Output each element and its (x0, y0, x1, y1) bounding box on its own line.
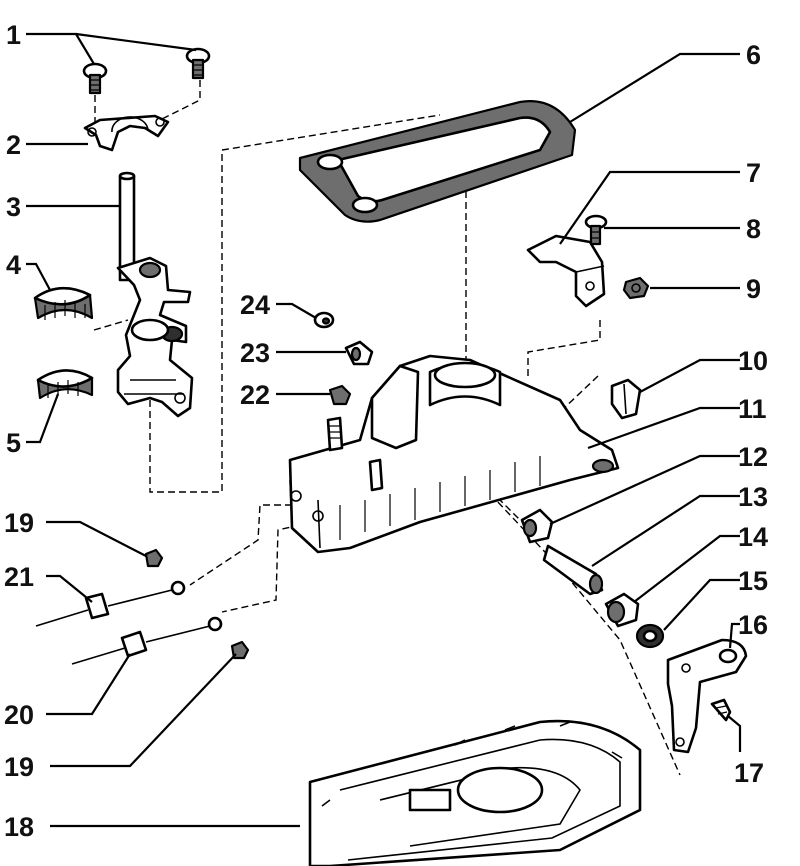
part-17-screw (710, 698, 732, 722)
part-16-lever-arm (666, 638, 748, 754)
part-24-washer (313, 311, 335, 329)
part-15-ring (635, 623, 665, 649)
callout-22: 22 (240, 380, 270, 410)
callout-3: 3 (6, 192, 21, 222)
callout-8: 8 (746, 214, 761, 244)
part-7-bracket-plate (526, 234, 606, 308)
part-2-retaining-bracket (83, 114, 170, 152)
callout-numbers: 1 2 3 4 5 6 7 8 9 10 11 12 13 14 15 16 1… (4, 20, 768, 842)
part-20-cable (71, 616, 223, 665)
callout-23: 23 (240, 338, 270, 368)
callout-17: 17 (734, 758, 764, 788)
part-21-cable (35, 580, 186, 627)
part-10-clip (610, 378, 642, 420)
callout-2: 2 (6, 130, 21, 160)
callout-15: 15 (738, 566, 768, 596)
callout-11: 11 (738, 394, 767, 424)
part-11-housing (288, 354, 620, 554)
callout-1: 1 (6, 20, 21, 50)
callout-10: 10 (738, 346, 768, 376)
part-9-nut (622, 276, 650, 300)
callout-24: 24 (240, 290, 270, 320)
part-12-bush (520, 508, 554, 544)
callout-7: 7 (746, 158, 761, 188)
part-23-bush (344, 340, 374, 366)
part-8-screw (584, 214, 608, 246)
leader-lines (26, 32, 742, 828)
callout-6: 6 (746, 40, 761, 70)
part-13-pin (542, 544, 604, 596)
callout-9: 9 (746, 274, 761, 304)
part-4-bushing-half (33, 286, 94, 320)
part-18-base-plate (308, 719, 642, 866)
callout-18: 18 (4, 812, 34, 842)
part-5-bushing-half (36, 369, 94, 400)
part-3-shift-lever (116, 171, 194, 418)
callout-16: 16 (738, 610, 768, 640)
callout-13: 13 (738, 482, 768, 512)
callout-21: 21 (4, 562, 34, 592)
part-14-sleeve (604, 592, 640, 628)
part-6-gasket (298, 100, 577, 223)
part-22-nut (328, 384, 352, 406)
callout-20: 20 (4, 700, 34, 730)
callout-19-upper: 19 (4, 508, 34, 538)
callout-4: 4 (6, 250, 21, 280)
callout-14: 14 (738, 522, 768, 552)
callout-12: 12 (738, 442, 768, 472)
part-1-bolts (82, 47, 211, 95)
callout-19-lower: 19 (4, 752, 34, 782)
callout-5: 5 (6, 428, 21, 458)
part-19-nuts (144, 548, 250, 660)
